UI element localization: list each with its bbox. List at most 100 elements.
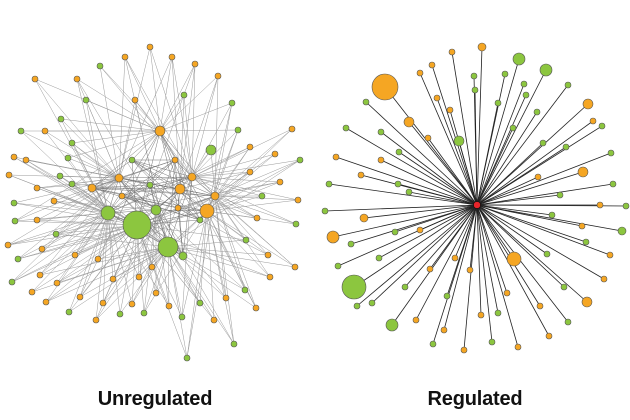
unregulated-edge bbox=[85, 99, 161, 132]
regulated-node bbox=[589, 117, 597, 125]
regulated-node bbox=[622, 202, 630, 210]
unregulated-node bbox=[94, 255, 102, 263]
unregulated-node bbox=[131, 96, 139, 104]
unregulated-edge bbox=[17, 210, 208, 260]
regulated-node bbox=[334, 262, 342, 270]
unregulated-core-edge bbox=[155, 209, 208, 212]
regulated-label: Regulated bbox=[427, 388, 523, 410]
regulated-node bbox=[321, 207, 329, 215]
unregulated-edge bbox=[167, 246, 271, 278]
regulated-edge bbox=[363, 204, 478, 219]
regulated-node bbox=[375, 254, 383, 262]
unregulated-edge bbox=[159, 56, 173, 132]
regulated-node bbox=[394, 180, 402, 188]
unregulated-core-node bbox=[199, 203, 215, 219]
unregulated-label: Unregulated bbox=[97, 388, 213, 410]
regulated-edge bbox=[345, 127, 478, 206]
unregulated-edge bbox=[118, 99, 136, 179]
regulated-node bbox=[357, 171, 365, 179]
unregulated-edge bbox=[206, 210, 297, 225]
regulated-node bbox=[470, 72, 478, 80]
unregulated-core-edge bbox=[149, 159, 176, 186]
unregulated-edge bbox=[20, 130, 120, 179]
regulated-node bbox=[403, 116, 415, 128]
unregulated-edge bbox=[7, 177, 120, 246]
unregulated-node bbox=[92, 316, 100, 324]
unregulated-edge bbox=[159, 75, 219, 132]
unregulated-edge bbox=[191, 176, 297, 225]
unregulated-edge bbox=[136, 224, 183, 318]
regulated-node bbox=[582, 238, 590, 246]
regulated-edge bbox=[398, 151, 478, 206]
regulated-node bbox=[460, 346, 468, 354]
unregulated-core-node bbox=[87, 183, 97, 193]
regulated-edge bbox=[476, 46, 483, 206]
unregulated-edge bbox=[97, 212, 109, 260]
regulated-edge bbox=[436, 97, 478, 206]
unregulated-node bbox=[241, 286, 249, 294]
unregulated-edge bbox=[206, 195, 263, 212]
regulated-edge bbox=[476, 183, 614, 206]
unregulated-edge bbox=[214, 195, 235, 345]
regulated-node bbox=[326, 230, 340, 244]
unregulated-edge bbox=[85, 99, 109, 214]
regulated-hub-node bbox=[473, 201, 481, 209]
unregulated-edge bbox=[167, 246, 188, 359]
regulated-node bbox=[371, 73, 399, 101]
regulated-edge bbox=[476, 204, 605, 280]
unregulated-edge bbox=[191, 102, 233, 178]
regulated-node bbox=[426, 265, 434, 273]
unregulated-node bbox=[246, 168, 254, 176]
unregulated-edge bbox=[143, 210, 208, 314]
unregulated-node bbox=[214, 72, 222, 80]
unregulated-edge bbox=[95, 246, 169, 321]
unregulated-node bbox=[264, 251, 272, 259]
unregulated-edge bbox=[167, 246, 269, 256]
unregulated-edge bbox=[102, 212, 109, 304]
regulated-edge bbox=[476, 111, 538, 206]
unregulated-node bbox=[183, 354, 191, 362]
regulated-node bbox=[395, 148, 403, 156]
unregulated-node bbox=[205, 144, 217, 156]
unregulated-node bbox=[276, 178, 284, 186]
unregulated-core-node bbox=[210, 191, 220, 201]
unregulated-node bbox=[53, 279, 61, 287]
regulated-edge bbox=[476, 204, 493, 343]
regulated-node bbox=[598, 122, 606, 130]
regulated-edge bbox=[451, 51, 478, 206]
unregulated-edge bbox=[118, 177, 201, 304]
unregulated-node bbox=[152, 289, 160, 297]
regulated-edge bbox=[353, 204, 478, 288]
regulated-edge bbox=[476, 204, 627, 207]
unregulated-edge bbox=[214, 195, 297, 225]
regulated-node bbox=[539, 63, 553, 77]
regulated-network-nodes bbox=[321, 42, 630, 354]
unregulated-edge bbox=[181, 210, 208, 318]
regulated-node bbox=[536, 302, 544, 310]
regulated-node bbox=[522, 91, 530, 99]
unregulated-node bbox=[14, 255, 22, 263]
regulated-node bbox=[428, 61, 436, 69]
regulated-edge bbox=[476, 84, 569, 206]
unregulated-edge bbox=[131, 246, 169, 305]
regulated-node bbox=[443, 292, 451, 300]
unregulated-edge bbox=[124, 56, 161, 132]
unregulated-edge bbox=[138, 209, 157, 278]
regulated-edge bbox=[391, 204, 478, 326]
unregulated-core-edge bbox=[91, 187, 181, 190]
unregulated-edge bbox=[95, 212, 109, 321]
regulated-edge bbox=[332, 204, 478, 238]
regulated-node bbox=[362, 98, 370, 106]
unregulated-edge bbox=[59, 175, 120, 179]
unregulated-edge bbox=[191, 153, 276, 178]
unregulated-node bbox=[31, 75, 39, 83]
regulated-node bbox=[377, 156, 385, 164]
unregulated-edge bbox=[102, 246, 169, 304]
unregulated-edge bbox=[17, 177, 120, 260]
unregulated-edge bbox=[179, 171, 251, 190]
unregulated-edge bbox=[179, 188, 258, 219]
regulated-node bbox=[582, 98, 594, 110]
unregulated-core-edge bbox=[107, 209, 157, 214]
unregulated-node bbox=[42, 298, 50, 306]
